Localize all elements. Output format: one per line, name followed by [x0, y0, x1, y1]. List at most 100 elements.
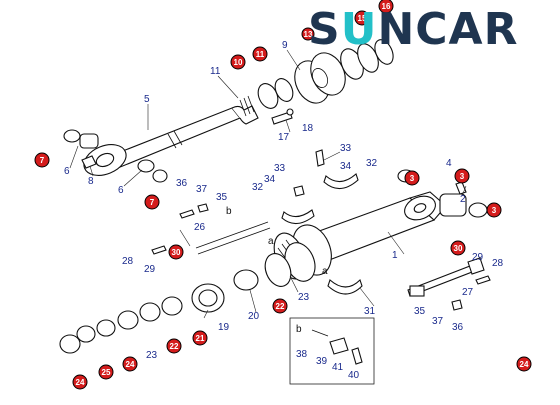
callout-26: 26 — [194, 222, 206, 233]
ring-23 — [117, 310, 139, 330]
block-35 — [409, 285, 425, 297]
bolt-28 — [151, 245, 167, 255]
ball-18 — [286, 108, 294, 116]
ring-11 — [274, 78, 294, 102]
svg-text:24: 24 — [520, 360, 529, 369]
bushing-6b — [137, 159, 155, 173]
callout-28b: 28 — [492, 258, 504, 269]
set-screw-17 — [271, 111, 293, 125]
marked-callout-10: 10 — [230, 54, 246, 70]
grease-fitting-8 — [81, 155, 97, 169]
callout-4: 4 — [446, 158, 452, 169]
callout-23b: 23 — [146, 350, 158, 361]
callout-35a: 35 — [216, 192, 228, 203]
ring-22 — [139, 302, 161, 322]
marked-callout-16: 16 — [378, 0, 394, 14]
ring-24b — [59, 334, 81, 354]
callout-2: 2 — [460, 194, 466, 205]
clamp-32b — [323, 173, 359, 190]
marked-callout-30a: 30 — [168, 244, 184, 260]
svg-text:24: 24 — [126, 360, 135, 369]
marked-callout-24a: 24 — [122, 356, 138, 372]
callout-39: 39 — [316, 356, 328, 367]
marked-callout-7a: 7 — [34, 152, 50, 168]
callout-20: 20 — [248, 311, 260, 322]
seal-22 — [161, 296, 183, 316]
ring-24 — [96, 319, 116, 337]
seal-23 — [233, 269, 259, 291]
svg-text:3: 3 — [460, 172, 465, 181]
svg-text:24: 24 — [76, 378, 85, 387]
brand-logo: SUNCAR — [308, 4, 519, 55]
detail-b-title: b — [296, 324, 302, 335]
marked-callout-24c: 24 — [516, 356, 532, 372]
callout-32b: 32 — [252, 182, 264, 193]
marked-callout-3b: 3 — [454, 168, 470, 184]
marked-callout-24b: 24 — [72, 374, 88, 390]
svg-text:21: 21 — [196, 334, 205, 343]
callout-29b: 29 — [472, 252, 484, 263]
marked-callouts: 7 7 10 11 13 15 16 3 3 3 30 30 22 22 21 … — [34, 0, 532, 390]
marked-callout-15: 15 — [354, 10, 370, 26]
piston — [294, 52, 346, 104]
pipe-26-inner — [197, 227, 271, 255]
svg-text:25: 25 — [102, 368, 111, 377]
marked-callout-25: 25 — [98, 364, 114, 380]
detail-b-inset — [289, 317, 375, 385]
svg-text:16: 16 — [382, 2, 391, 11]
svg-text:22: 22 — [170, 342, 179, 351]
svg-text:7: 7 — [150, 198, 155, 207]
svg-text:13: 13 — [304, 30, 313, 39]
callout-38: 38 — [296, 349, 308, 360]
bolt-36 — [179, 209, 195, 219]
flange-27 — [467, 257, 485, 275]
callout-33b: 33 — [274, 163, 286, 174]
svg-text:7: 7 — [40, 156, 45, 165]
grease-fitting-4 — [455, 181, 467, 195]
marked-callout-3c: 3 — [486, 202, 502, 218]
bolt-40 — [351, 347, 363, 365]
callout-6a: 6 — [64, 166, 70, 177]
svg-text:11: 11 — [256, 50, 265, 59]
marked-callout-7b: 7 — [144, 194, 160, 210]
svg-text:22: 22 — [276, 302, 285, 311]
pipe-26 — [195, 221, 269, 249]
bolt-33b — [293, 185, 305, 197]
detail-a-marker: a — [268, 236, 274, 247]
callout-41: 41 — [332, 362, 344, 373]
bolt-28b — [475, 275, 491, 285]
svg-text:10: 10 — [234, 58, 243, 67]
callout-28a: 28 — [122, 256, 134, 267]
svg-text:30: 30 — [454, 244, 463, 253]
bushing-6 — [79, 133, 99, 149]
detail-a-marker-2: a — [322, 266, 328, 277]
callout-1: 1 — [392, 250, 398, 261]
marked-callout-11: 11 — [252, 46, 268, 62]
svg-text:3: 3 — [410, 174, 415, 183]
callout-9: 9 — [282, 40, 288, 51]
detail-arrow — [311, 329, 329, 337]
callout-31: 31 — [364, 306, 376, 317]
callout-5: 5 — [144, 94, 150, 105]
clamp-32 — [281, 209, 315, 225]
svg-text:3: 3 — [492, 206, 497, 215]
piston-rod — [83, 105, 259, 176]
callout-19: 19 — [218, 322, 230, 333]
marked-callout-30b: 30 — [450, 240, 466, 256]
callout-40: 40 — [348, 370, 360, 381]
washer-37 — [197, 203, 209, 213]
marked-callout-13: 13 — [301, 27, 315, 41]
rod-thread — [239, 95, 255, 117]
callout-37b: 37 — [432, 316, 444, 327]
bolt-33 — [315, 149, 325, 167]
callout-29a: 29 — [144, 264, 156, 275]
callout-11: 11 — [210, 66, 221, 77]
callout-35b: 35 — [414, 306, 426, 317]
marked-callout-21: 21 — [192, 330, 208, 346]
callout-6b: 6 — [118, 185, 124, 196]
callout-34a: 34 — [340, 161, 352, 172]
marked-callout-22a: 22 — [272, 298, 288, 314]
callout-8: 8 — [88, 176, 94, 187]
callout-17: 17 — [278, 132, 290, 143]
callout-34b: 34 — [264, 174, 276, 185]
